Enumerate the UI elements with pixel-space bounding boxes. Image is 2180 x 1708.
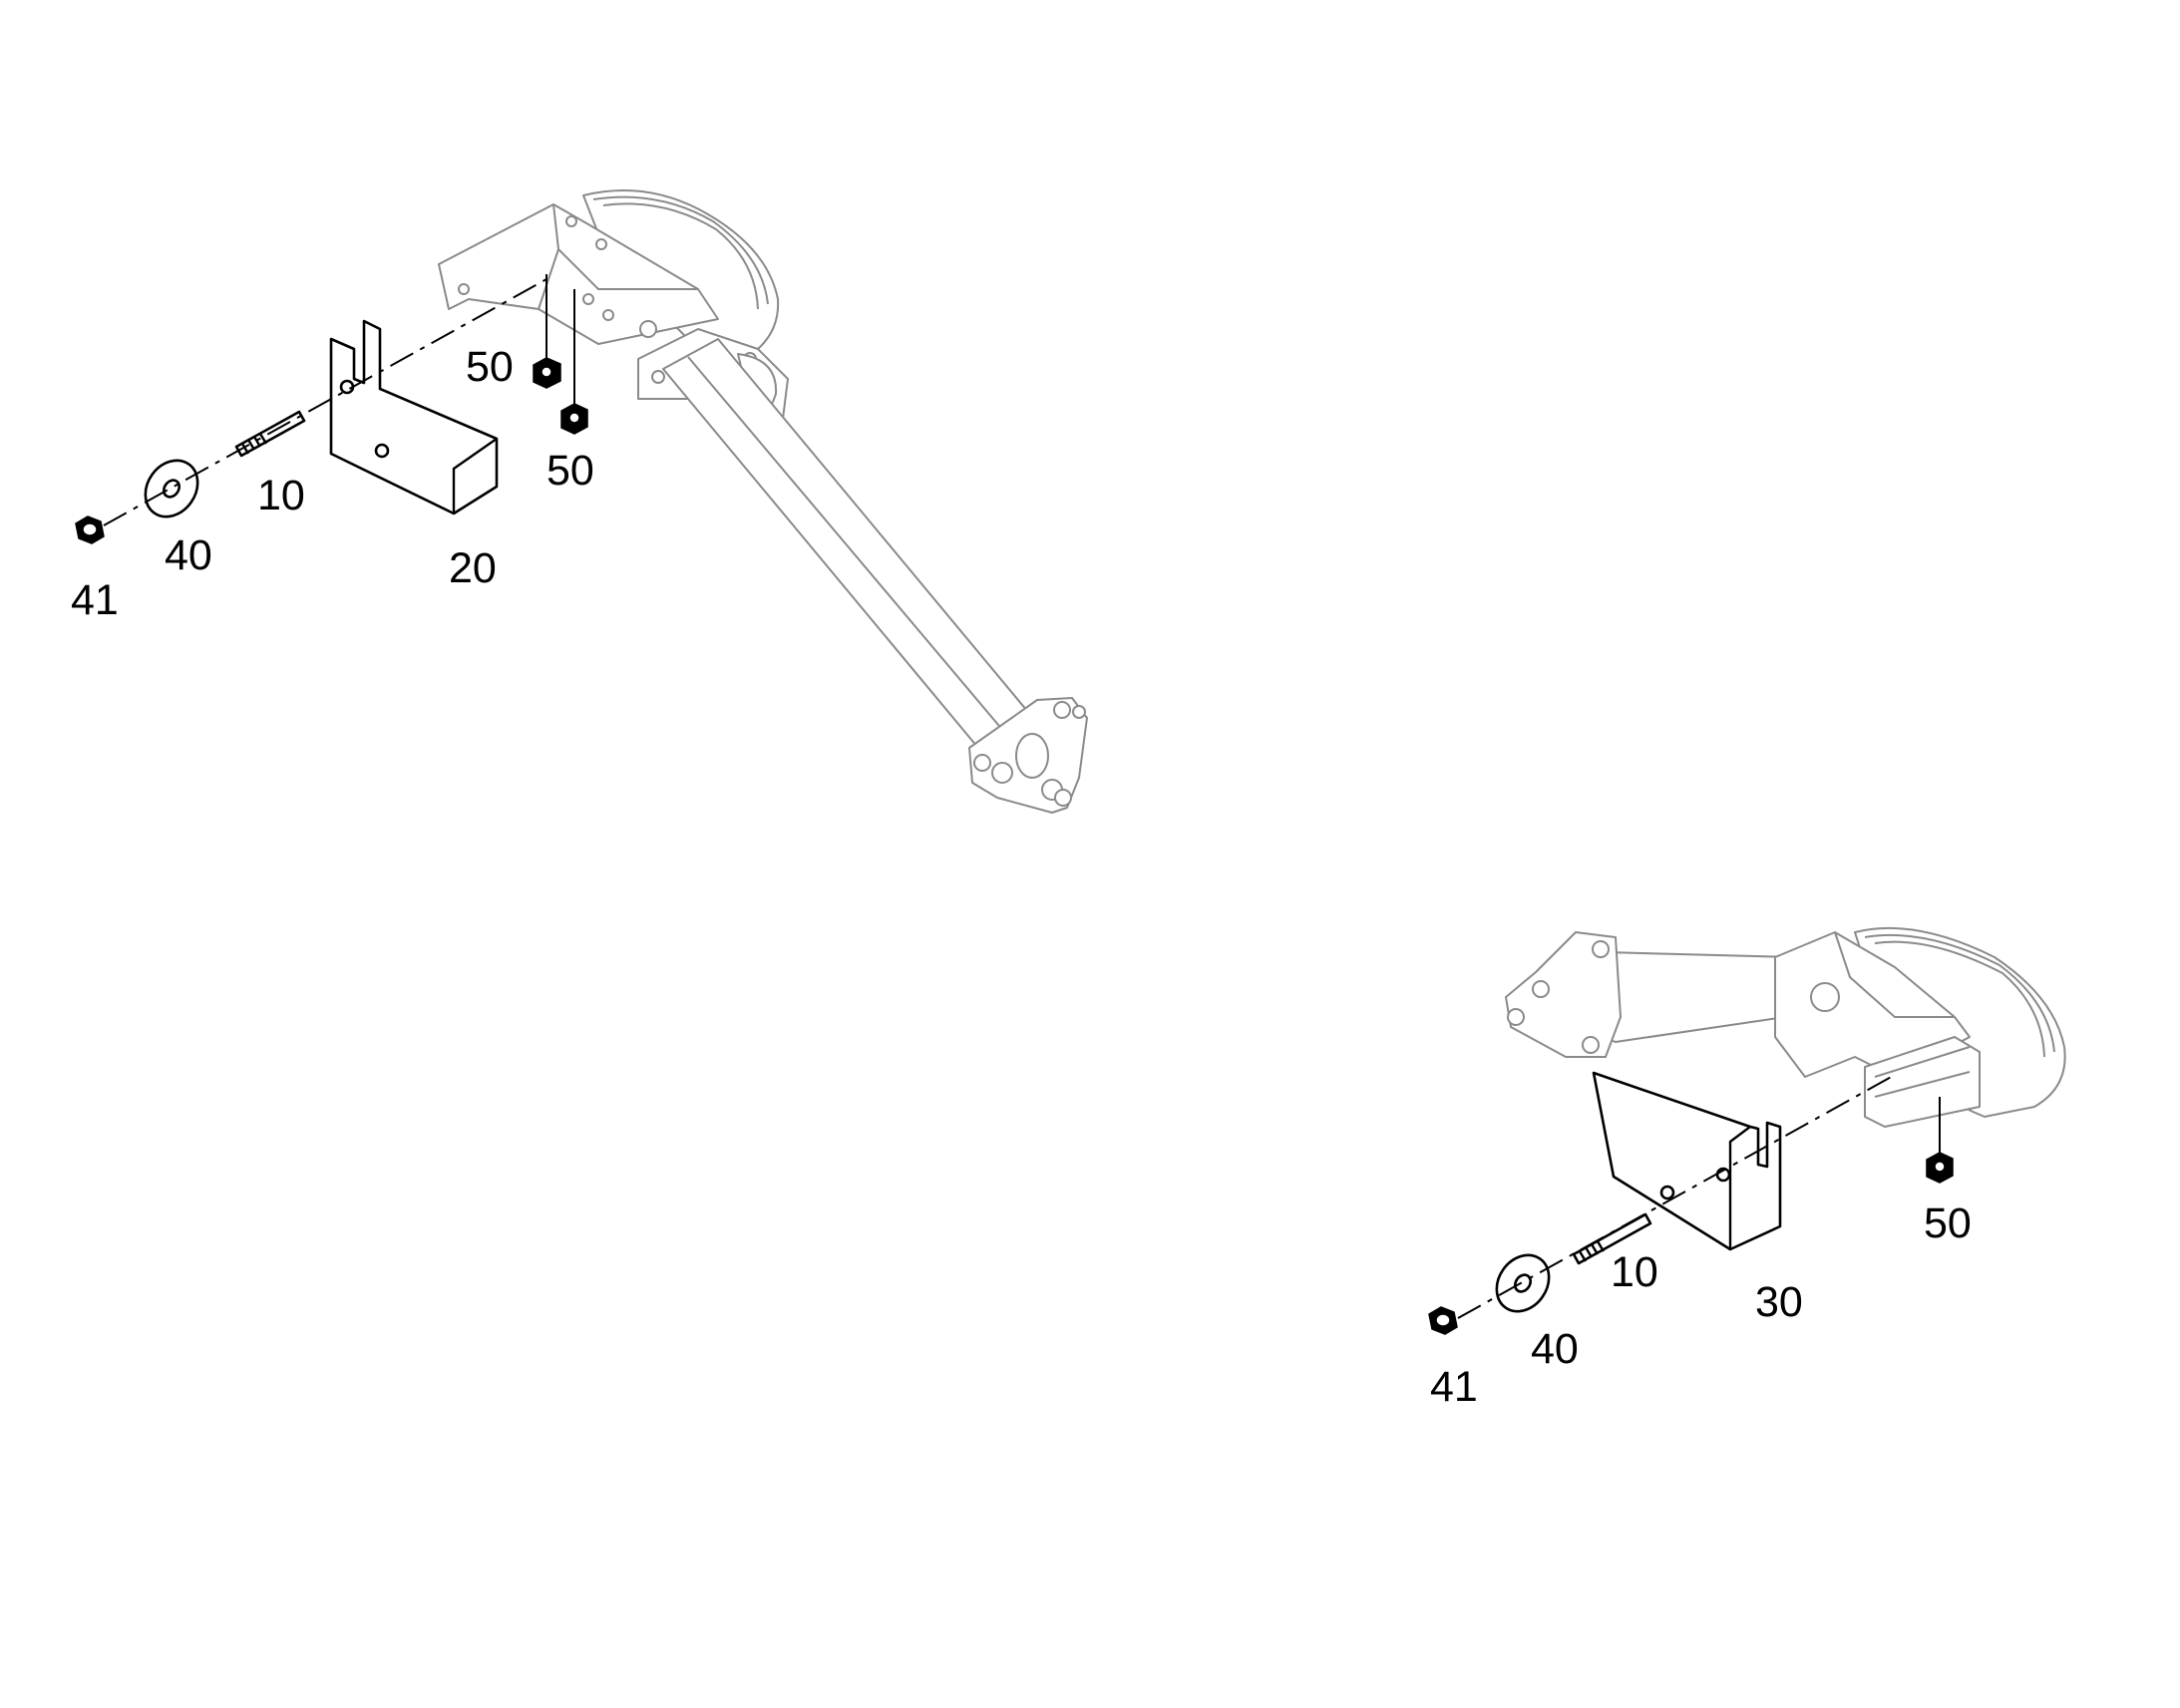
bottom-washer-40 <box>1495 1253 1551 1313</box>
top-bracket-20 <box>329 319 499 515</box>
top-assembly: 10 20 40 41 50 50 <box>71 189 1088 814</box>
bottom-nut-41 <box>1428 1306 1458 1335</box>
top-nut-41 <box>75 515 105 544</box>
callout-bottom-washer: 40 <box>1531 1325 1579 1373</box>
bottom-lamp-arm-ghost <box>1505 926 2066 1128</box>
callout-top-bracket: 20 <box>449 544 497 592</box>
bottom-bracket-30 <box>1592 1071 1782 1251</box>
callout-bottom-cage-nut: 50 <box>1924 1199 1972 1247</box>
top-lamp-arm-ghost <box>438 189 1088 814</box>
top-cage-nut-50-lower <box>560 403 588 435</box>
bottom-stud-10 <box>1572 1212 1652 1265</box>
callout-bottom-nut: 41 <box>1430 1363 1478 1411</box>
callout-bottom-bracket: 30 <box>1755 1278 1803 1326</box>
callout-top-nut: 41 <box>71 576 119 624</box>
top-assembly-axis <box>103 278 547 526</box>
callout-top-washer: 40 <box>165 531 212 579</box>
bottom-assembly-axis <box>1457 1074 1896 1319</box>
callout-top-cage-nut-lower: 50 <box>546 447 594 495</box>
callout-top-cage-nut-upper: 50 <box>466 343 514 391</box>
top-washer-40 <box>144 459 199 518</box>
callout-bottom-stud: 10 <box>1611 1248 1658 1296</box>
bottom-assembly: 10 30 40 41 50 <box>1428 926 2066 1411</box>
bottom-cage-nut-50 <box>1926 1152 1954 1184</box>
callout-top-stud: 10 <box>257 472 305 519</box>
